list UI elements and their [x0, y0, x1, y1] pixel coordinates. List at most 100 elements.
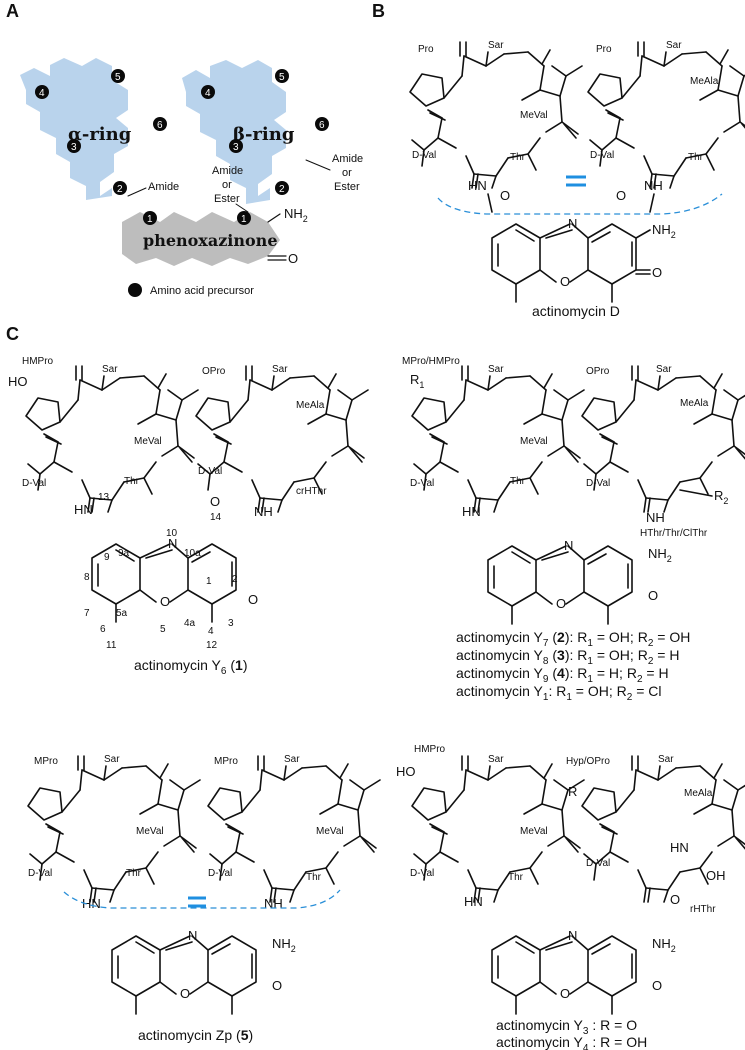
- zp-hn: HN: [82, 896, 101, 911]
- y7-r2: R2: [714, 488, 728, 506]
- svg-text:13: 13: [98, 492, 110, 503]
- y3-ester-o: O: [670, 892, 680, 907]
- legend-label: Amino acid precursor: [150, 285, 254, 297]
- y6-ring-o: O: [160, 594, 170, 609]
- svg-text:12: 12: [206, 640, 218, 651]
- actd-ring-o: O: [560, 274, 570, 289]
- svg-text:11: 11: [106, 640, 117, 651]
- y7-sar-right: Sar: [656, 364, 672, 375]
- y-series-captions: actinomycin Y7 (2): R1 = OH; R2 = OH act…: [456, 629, 690, 703]
- alpha-ring-dots: 5 4 6 3 2: [35, 69, 167, 195]
- y3-hyp-opro: Hyp/OPro: [566, 756, 610, 767]
- core-nh2: NH2: [284, 206, 308, 224]
- y7-meval: MeVal: [520, 436, 548, 447]
- amide-label-left: Amide: [148, 181, 179, 193]
- svg-text:2: 2: [279, 184, 285, 195]
- caption-y9: actinomycin Y9 (4): R1 = H; R2 = H: [456, 665, 669, 685]
- zp-sar-left: Sar: [104, 754, 120, 765]
- svg-text:5: 5: [115, 72, 121, 83]
- amide-or-ester-mid-2: or: [222, 179, 232, 191]
- y3-r: R: [568, 784, 577, 799]
- legend-dot: [128, 283, 142, 297]
- actd-sar-right: Sar: [666, 40, 682, 51]
- svg-text:1: 1: [147, 214, 153, 225]
- actd-ring-n: N: [568, 216, 577, 231]
- y3-dval-left: D-Val: [410, 868, 434, 879]
- y3-hmpro: HMPro: [414, 744, 446, 755]
- amide-or-ester-right-3: Ester: [334, 181, 360, 193]
- y6-hmpro: HMPro: [22, 356, 54, 367]
- svg-text:9a: 9a: [118, 548, 130, 559]
- y3-thr: Thr: [508, 872, 524, 883]
- y6-ho: HO: [8, 374, 28, 389]
- zp-carbonyl-o: O: [272, 978, 282, 993]
- svg-text:5: 5: [279, 72, 285, 83]
- svg-text:10: 10: [166, 528, 178, 539]
- beta-ring-dots: 5 4 6 3 2: [201, 69, 329, 195]
- y6-opro: OPro: [202, 366, 226, 377]
- svg-text:10a: 10a: [184, 548, 201, 559]
- y3-rhthr: rHThr: [690, 904, 716, 915]
- y3-ring-n: N: [568, 928, 577, 943]
- y6-meval: MeVal: [134, 436, 162, 447]
- svg-text:3: 3: [71, 142, 77, 153]
- svg-text:4a: 4a: [184, 618, 196, 629]
- y6-nh: NH: [254, 504, 273, 519]
- y7-thr: Thr: [510, 476, 526, 487]
- y7-carbonyl-o: O: [648, 588, 658, 603]
- svg-text:2: 2: [232, 574, 238, 585]
- y6-crhthr: crHThr: [296, 486, 327, 497]
- y3-dval-right: D-Val: [586, 858, 610, 869]
- y6-thr: Thr: [124, 476, 140, 487]
- y7-ring-o: O: [556, 596, 566, 611]
- zp-ring-o: O: [180, 986, 190, 1001]
- actd-hn: HN: [468, 178, 487, 193]
- y7-hthr-set: HThr/Thr/ClThr: [640, 528, 708, 539]
- y3-ho: HO: [396, 764, 416, 779]
- y6-left-peptide: [25, 365, 199, 513]
- caption-actinomycin-d: actinomycin D: [532, 303, 620, 319]
- y6-sar-right: Sar: [272, 364, 288, 375]
- y6-numbering: 10 10a 9 9a 8 7 6 5a 5 4a 4 3 2 1 11 12 …: [84, 492, 238, 651]
- zp-dval-right: D-Val: [208, 868, 232, 879]
- y7-r1: R1: [410, 372, 424, 390]
- actd-o-left: O: [500, 188, 510, 203]
- zp-thr-right: Thr: [306, 872, 322, 883]
- y6-phenoxazinone: [91, 543, 237, 623]
- actd-pro-left: Pro: [418, 44, 434, 55]
- y6-dval-right: D-Val: [198, 466, 222, 477]
- zp-mpro-left: MPro: [34, 756, 58, 767]
- zp-right-peptide: [207, 755, 381, 903]
- y6-meala: MeAla: [296, 400, 325, 411]
- svg-text:3: 3: [228, 618, 234, 629]
- zp-ring-n: N: [188, 928, 197, 943]
- actd-pro-right: Pro: [596, 44, 612, 55]
- panel-label-c: C: [6, 324, 19, 344]
- zp-mpro-right: MPro: [214, 756, 238, 767]
- svg-text:4: 4: [208, 626, 214, 637]
- amide-or-ester-mid-1: Amide: [212, 165, 243, 177]
- zp-left-peptide: [27, 755, 201, 903]
- phenoxazinone-label: phenoxazinone: [143, 231, 278, 250]
- amide-or-ester-right-2: or: [342, 167, 352, 179]
- svg-text:4: 4: [39, 88, 45, 99]
- y7-hn: HN: [462, 504, 481, 519]
- caption-zp: actinomycin Zp (5): [138, 1027, 253, 1043]
- caption-y7: actinomycin Y7 (2): R1 = OH; R2 = OH: [456, 629, 690, 649]
- panel-label-a: A: [6, 1, 19, 21]
- phenoxazinone-dots: 1 1: [143, 211, 251, 225]
- y6-ring-n: N: [168, 536, 177, 551]
- svg-text:6: 6: [319, 120, 325, 131]
- actd-right-peptide: [587, 41, 745, 189]
- caption-y3: actinomycin Y3 : R = O: [496, 1017, 637, 1037]
- y3-hn-right: HN: [670, 840, 689, 855]
- actd-sar-left: Sar: [488, 40, 504, 51]
- caption-y6: actinomycin Y6 (1): [134, 657, 248, 677]
- svg-text:8: 8: [84, 572, 90, 583]
- caption-y4: actinomycin Y4 : R = OH: [496, 1034, 647, 1050]
- caption-y8: actinomycin Y8 (3): R1 = OH; R2 = H: [456, 647, 679, 667]
- svg-text:3: 3: [233, 142, 239, 153]
- svg-text:14: 14: [210, 512, 222, 523]
- y3-sar-left: Sar: [488, 754, 504, 765]
